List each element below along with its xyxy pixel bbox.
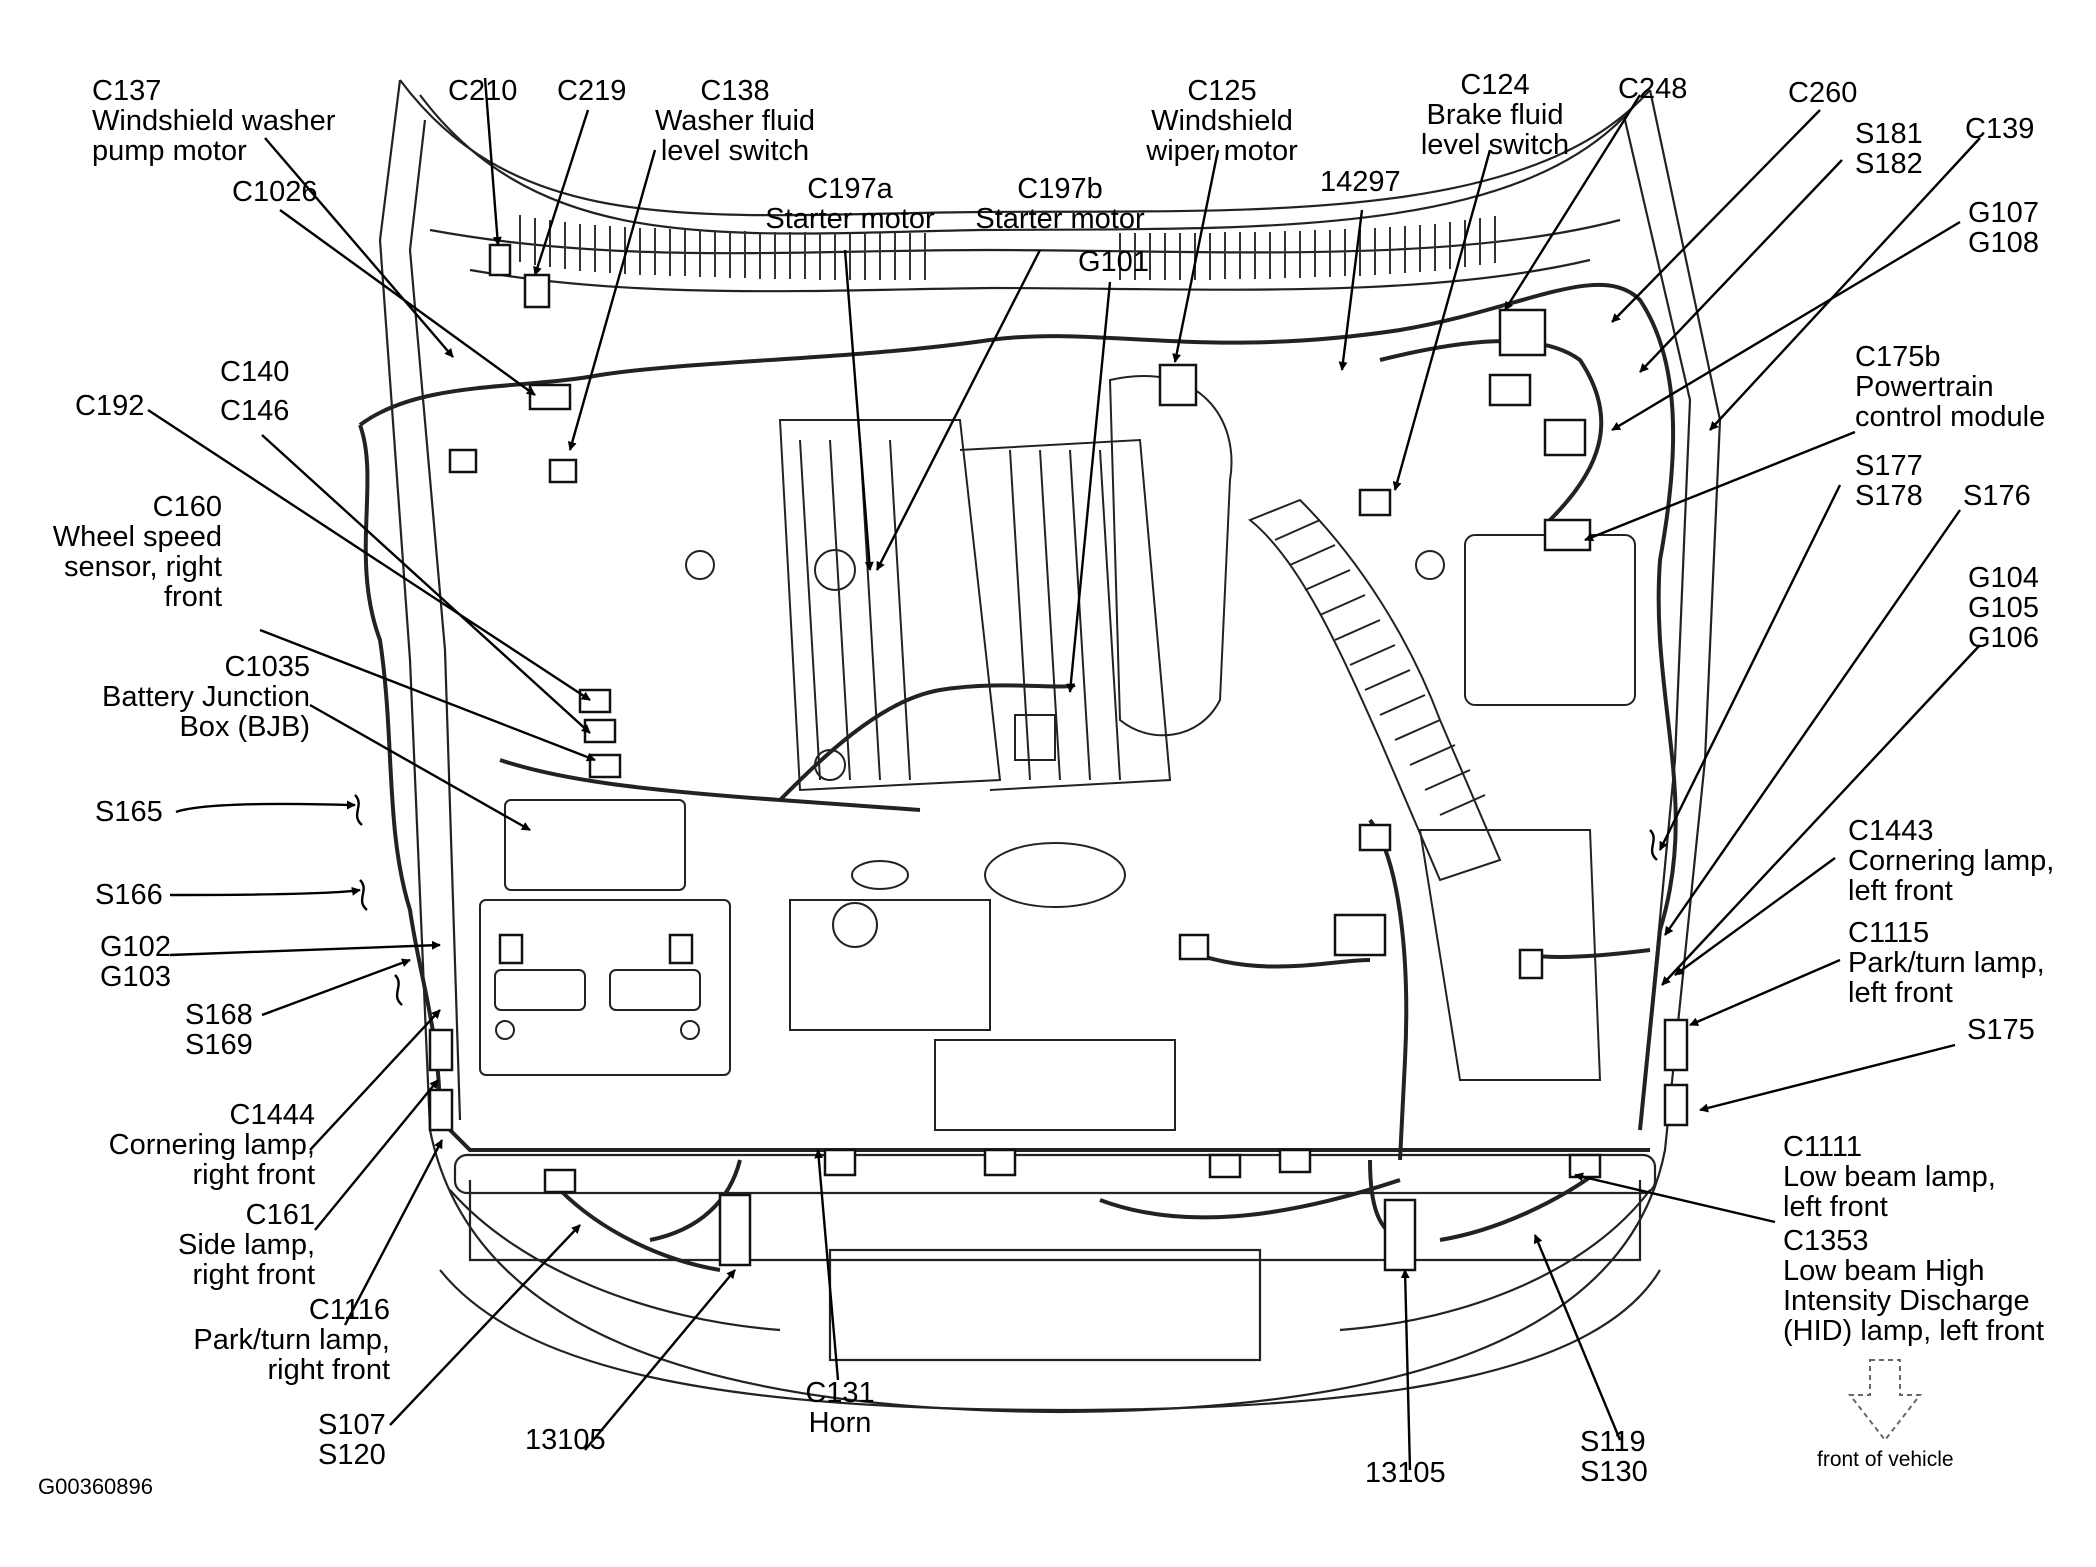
leader-c1115 <box>1689 958 1841 1027</box>
leader-c146 <box>261 434 591 734</box>
label-13105a: 13105 <box>525 1424 606 1456</box>
front-of-vehicle-arrow-icon <box>1847 1359 1923 1442</box>
leader-c1443 <box>1674 857 1836 976</box>
leader-s119 <box>1533 1234 1622 1441</box>
label-c210: C210 <box>448 75 518 107</box>
cowl-vent-slats <box>519 215 1496 280</box>
connector-bodies <box>428 243 1689 1272</box>
leader-c197b <box>875 249 1042 571</box>
splice-marks <box>354 794 1658 1006</box>
label-s175: S175 <box>1967 1014 2035 1046</box>
leader-c1111 <box>1574 1172 1776 1224</box>
figure-id: G00360896 <box>38 1474 153 1499</box>
label-c192: C192 <box>75 390 145 422</box>
leader-s181 <box>1639 159 1843 373</box>
leader-s166 <box>169 886 361 897</box>
engine-components <box>479 375 1636 1131</box>
leader-g104 <box>1661 644 1981 986</box>
label-c146: C146 <box>220 395 290 427</box>
leader-c161 <box>314 1079 439 1231</box>
leader-s165 <box>175 800 356 814</box>
leader-g107 <box>1611 220 1961 432</box>
label-c219: C219 <box>557 75 627 107</box>
label-c1026: C1026 <box>232 176 318 208</box>
leader-lines <box>147 77 1981 1471</box>
leader-s168 <box>261 958 411 1017</box>
leader-c139 <box>1709 137 1981 431</box>
front-of-vehicle-label: front of vehicle <box>1817 1448 1954 1471</box>
vehicle-body-outline <box>378 79 1722 1414</box>
leader-c125 <box>1172 149 1220 363</box>
leader-c197a <box>843 249 874 571</box>
leader-g102 <box>169 940 441 957</box>
leader-c138 <box>567 149 657 451</box>
leader-14297 <box>1338 209 1364 371</box>
label-c248: C248 <box>1618 73 1688 105</box>
leader-c131 <box>814 1149 840 1381</box>
label-c139: C139 <box>1965 113 2035 145</box>
leader-13105a <box>584 1269 736 1451</box>
label-s165: S165 <box>95 796 163 828</box>
label-13105b: 13105 <box>1365 1457 1446 1489</box>
label-g101: G101 <box>1078 246 1149 278</box>
leader-c1035 <box>309 703 531 832</box>
leader-c248 <box>1503 94 1642 311</box>
leader-c1116 <box>343 1139 444 1326</box>
leader-c210 <box>483 77 502 246</box>
leader-c160 <box>259 628 596 762</box>
leader-g101 <box>1066 281 1112 693</box>
leader-c124 <box>1392 149 1492 491</box>
leader-c1026 <box>279 209 536 396</box>
leader-c1444 <box>309 1009 441 1151</box>
label-14297: 14297 <box>1320 166 1401 198</box>
leader-c137 <box>264 137 454 358</box>
label-c140: C140 <box>220 356 290 388</box>
leader-s175 <box>1699 1043 1956 1113</box>
leader-s107 <box>389 1224 581 1426</box>
label-s176: S176 <box>1963 480 2031 512</box>
leader-c219 <box>533 109 590 276</box>
leader-s176 <box>1664 509 1961 936</box>
leader-c260 <box>1611 109 1821 323</box>
leader-s177 <box>1658 484 1842 851</box>
leader-c175b <box>1584 430 1856 542</box>
label-s166: S166 <box>95 879 163 911</box>
wiring-harness <box>358 283 1678 1272</box>
label-c260: C260 <box>1788 77 1858 109</box>
leader-13105b <box>1400 1269 1412 1471</box>
leader-c192 <box>147 408 591 702</box>
